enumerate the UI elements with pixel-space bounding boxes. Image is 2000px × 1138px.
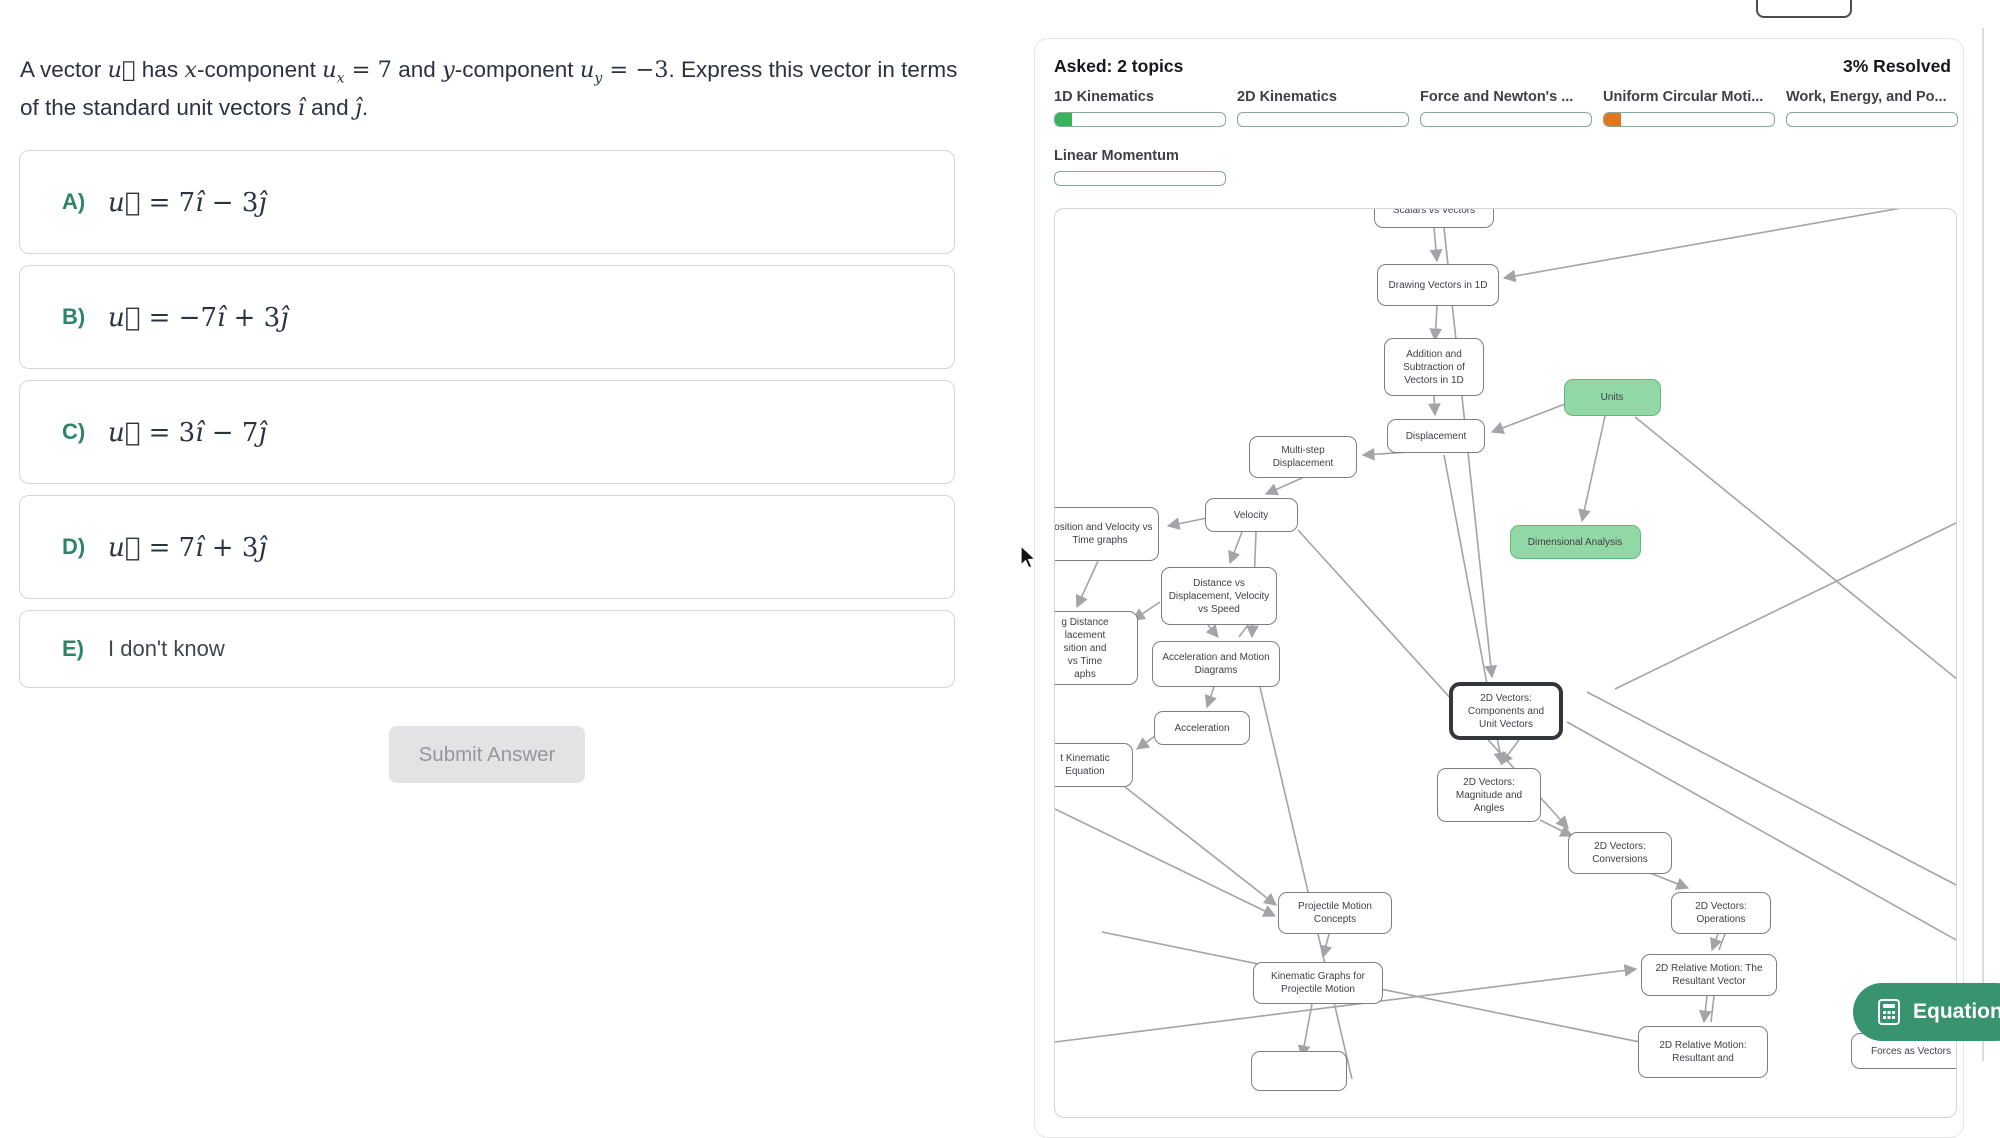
option-letter: B) bbox=[62, 304, 86, 329]
topic-label: 1D Kinematics bbox=[1054, 89, 1154, 105]
map-node[interactable] bbox=[1251, 1051, 1347, 1091]
option-letter: D) bbox=[62, 534, 86, 559]
topic-label: Linear Momentum bbox=[1054, 148, 1179, 164]
calculator-icon bbox=[1877, 998, 1901, 1026]
answer-option-b[interactable]: B) u⃗ = −7î + 3ĵ bbox=[19, 265, 955, 369]
map-node[interactable]: 2D Vectors: Conversions bbox=[1568, 832, 1672, 874]
map-node[interactable]: Projectile Motion Concepts bbox=[1278, 892, 1392, 934]
topic-progress: 2D Kinematics bbox=[1237, 89, 1409, 127]
equations-button-label: Equations bbox=[1913, 1000, 2000, 1023]
topic-progress: Work, Energy, and Po... bbox=[1786, 89, 1958, 127]
topic-progress-bar bbox=[1786, 112, 1958, 127]
topic-progress: 1D Kinematics bbox=[1054, 89, 1226, 127]
map-node[interactable]: 2D Vectors: Operations bbox=[1671, 892, 1771, 934]
map-node[interactable]: Distance vs Displacement, Velocity vs Sp… bbox=[1161, 567, 1277, 625]
map-node[interactable]: Acceleration and Motion Diagrams bbox=[1152, 641, 1280, 687]
map-node[interactable]: Dimensional Analysis bbox=[1509, 525, 1641, 559]
map-node[interactable]: 2D Vectors: Magnitude and Angles bbox=[1437, 768, 1541, 822]
topic-label: Uniform Circular Moti... bbox=[1603, 89, 1764, 105]
topic-progress: Uniform Circular Moti... bbox=[1603, 89, 1775, 127]
topics-grid: 1D Kinematics 2D Kinematics Force and Newt… bbox=[1054, 89, 1958, 186]
progress-panel: Asked: 2 topics 3% Resolved 1D Kinematic… bbox=[1034, 38, 1964, 1138]
option-content: u⃗ = −7î + 3ĵ bbox=[108, 302, 289, 333]
topic-progress: Linear Momentum bbox=[1054, 148, 1226, 186]
map-node[interactable]: Addition and Subtraction of Vectors in 1… bbox=[1384, 338, 1484, 396]
topic-progress: Force and Newton's ... bbox=[1420, 89, 1592, 127]
map-node[interactable]: Kinematic Graphs for Projectile Motion bbox=[1253, 962, 1383, 1004]
map-node[interactable]: Multi-step Displacement bbox=[1249, 436, 1357, 478]
answer-option-c[interactable]: C) u⃗ = 3î − 7ĵ bbox=[19, 380, 955, 484]
map-node[interactable]: Velocity bbox=[1204, 498, 1298, 532]
map-node[interactable]: t Kinematic Equation bbox=[1055, 743, 1133, 787]
option-content: u⃗ = 3î − 7ĵ bbox=[108, 417, 267, 448]
map-node[interactable]: Scalars vs Vectors bbox=[1374, 209, 1494, 228]
map-node[interactable]: 2D Vectors: Components and Unit Vectors bbox=[1449, 682, 1563, 740]
topic-progress-bar bbox=[1420, 112, 1592, 127]
topic-label: Force and Newton's ... bbox=[1420, 89, 1574, 105]
option-content: I don't know bbox=[108, 636, 225, 661]
map-node[interactable]: Units bbox=[1563, 378, 1661, 416]
option-letter: C) bbox=[62, 419, 86, 444]
asked-topics-label: Asked: 2 topics bbox=[1054, 56, 1184, 76]
answer-options: A) u⃗ = 7î − 3ĵ B) u⃗ = −7î + 3ĵ C) u⃗ = 3î −… bbox=[19, 150, 955, 699]
option-letter: E) bbox=[62, 636, 84, 661]
map-node[interactable]: 2D Relative Motion: The Resultant Vector bbox=[1641, 954, 1777, 996]
topic-progress-fill bbox=[1055, 113, 1072, 126]
equations-button[interactable]: Equations bbox=[1853, 983, 2000, 1041]
question-text: A vector u⃗ has x-component ux = 7 and y… bbox=[20, 57, 958, 121]
map-node[interactable]: Acceleration bbox=[1154, 711, 1250, 745]
topic-progress-fill bbox=[1604, 113, 1621, 126]
answer-option-e[interactable]: E) I don't know bbox=[19, 610, 955, 688]
map-node[interactable]: Position and Velocity vs Time graphs bbox=[1055, 507, 1159, 561]
answer-option-d[interactable]: D) u⃗ = 7î + 3ĵ bbox=[19, 495, 955, 599]
topic-progress-bar bbox=[1603, 112, 1775, 127]
partial-top-button[interactable] bbox=[1756, 0, 1852, 18]
topic-progress-bar bbox=[1237, 112, 1409, 127]
topic-label: 2D Kinematics bbox=[1237, 89, 1337, 105]
map-node[interactable]: g Distance lacement sition and vs Time a… bbox=[1055, 611, 1138, 685]
option-content: u⃗ = 7î − 3ĵ bbox=[108, 187, 267, 218]
topic-progress-bar bbox=[1054, 112, 1226, 127]
map-node[interactable]: Displacement bbox=[1387, 419, 1485, 453]
resolved-percentage-label: 3% Resolved bbox=[1843, 56, 1951, 76]
submit-answer-button[interactable]: Submit Answer bbox=[389, 726, 585, 783]
topic-label: Work, Energy, and Po... bbox=[1786, 89, 1947, 105]
topic-progress-bar bbox=[1054, 171, 1226, 186]
map-node[interactable]: Drawing Vectors in 1D bbox=[1377, 264, 1499, 306]
answer-option-a[interactable]: A) u⃗ = 7î − 3ĵ bbox=[19, 150, 955, 254]
map-node[interactable]: 2D Relative Motion: Resultant and bbox=[1638, 1026, 1768, 1078]
scrollbar[interactable] bbox=[1982, 28, 1984, 1061]
option-letter: A) bbox=[62, 189, 86, 214]
option-content: u⃗ = 7î + 3ĵ bbox=[108, 532, 267, 563]
